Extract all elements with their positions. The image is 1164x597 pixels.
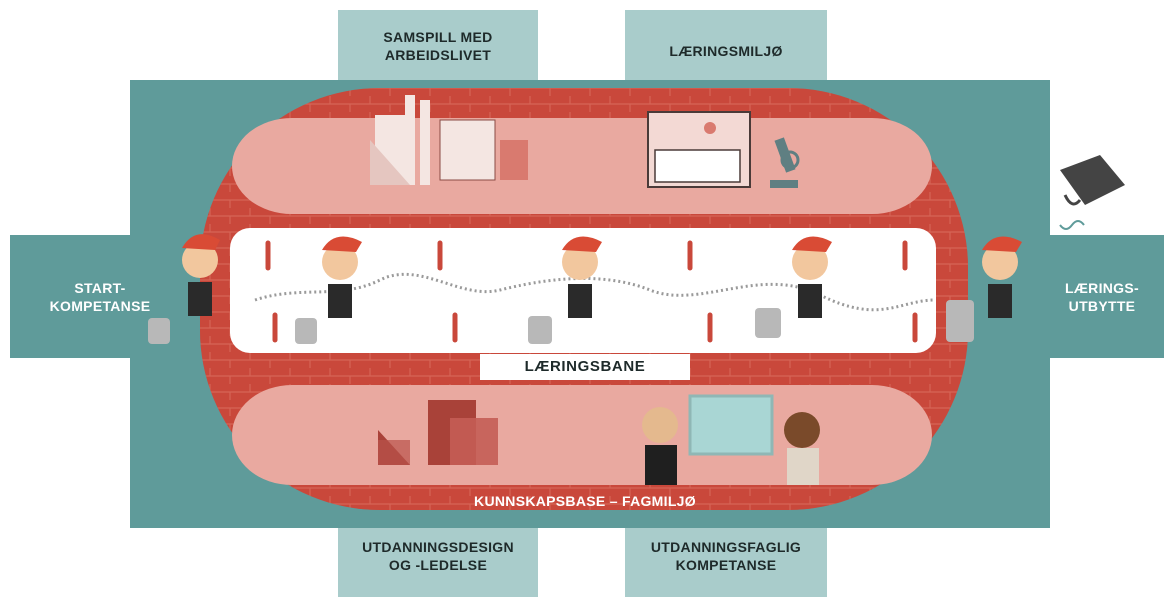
laeringsbane-box <box>480 354 690 380</box>
lower-inner-field <box>232 385 932 485</box>
kunnskapsbase-label: KUNNSKAPSBASE – FAGMILJØ <box>474 493 696 509</box>
utdanningsfaglig-label: UTDANNINGSFAGLIG KOMPETANSE <box>650 539 802 573</box>
upper-inner-field <box>232 118 932 214</box>
microscope-icon <box>770 137 800 188</box>
laeringsbane-label: LÆRINGSBANE <box>524 358 646 375</box>
school-icon <box>647 111 751 188</box>
samspill-label: SAMSPILL MED ARBEIDSLIVET <box>383 29 493 63</box>
student-4 <box>755 236 832 338</box>
students <box>148 234 1022 344</box>
student-1 <box>148 234 220 344</box>
teachers-icon <box>642 394 820 485</box>
student-3 <box>528 236 602 344</box>
graduation-cap-icon <box>1059 155 1125 230</box>
laeringsutbytte-label: LÆRINGS- UTBYTTE <box>1065 280 1139 314</box>
utdanningsdesign-label: UTDANNINGSDESIGN OG -LEDELSE <box>362 539 514 573</box>
factory-icon <box>370 95 528 185</box>
student-2 <box>295 236 362 344</box>
startkompetanse-label: START- KOMPETANSE <box>49 280 151 314</box>
laeringsmiljo-label: LÆRINGSMILJØ <box>669 43 783 59</box>
knowledge-blocks-icon <box>378 400 498 465</box>
lane-markers <box>265 240 918 343</box>
student-5 <box>946 236 1022 342</box>
